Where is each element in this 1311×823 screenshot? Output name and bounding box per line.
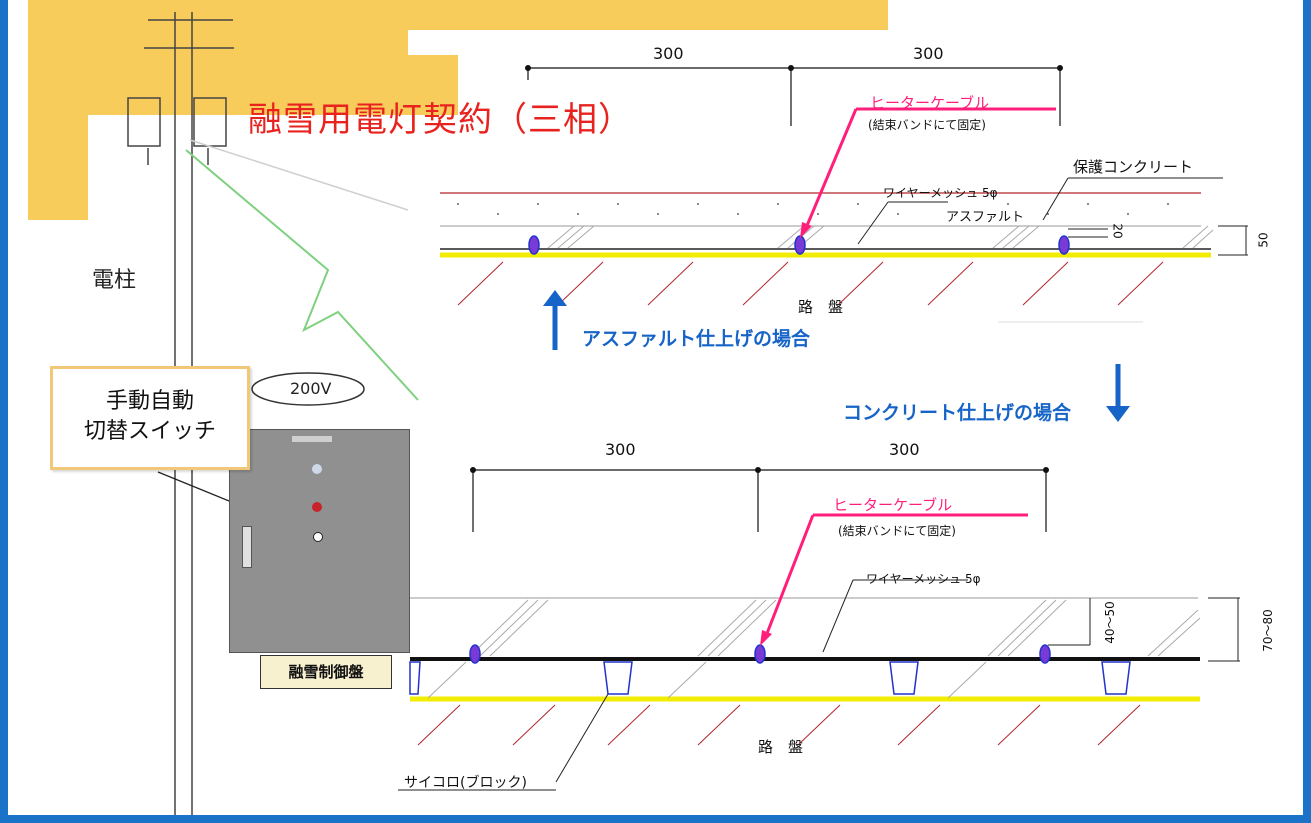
- control-panel: [229, 429, 410, 653]
- pole-label: 電柱: [92, 268, 137, 293]
- asphalt-spacing-left: 300: [653, 44, 684, 63]
- heater-cable-marker: [528, 235, 1070, 255]
- switch-callout: 手動自動 切替スイッチ: [50, 366, 250, 470]
- asphalt-thickness: 50: [1256, 232, 1271, 248]
- concrete-spacing-right: 300: [889, 440, 920, 459]
- highlight-band: [408, 0, 888, 30]
- concrete-section-diagram: [398, 467, 1240, 791]
- canvas: 融雪用電灯契約（三相） 電柱 200V 融雪制御盤 手動自動 切替スイッチ: [8, 0, 1303, 815]
- concrete-fixing-note: (結束バンドにて固定): [838, 524, 956, 538]
- asphalt-spacing-right: 300: [913, 44, 944, 63]
- panel-handle: [242, 526, 252, 568]
- up-arrow-icon: [543, 290, 567, 350]
- asphalt-wire-mesh-label: ワイヤーメッシュ 5φ: [883, 186, 998, 200]
- protective-concrete-label: 保護コンクリート: [1073, 158, 1194, 176]
- spacer-block-label: サイコロ(ブロック): [404, 775, 527, 791]
- asphalt-cover-depth: 20: [1110, 223, 1125, 239]
- highlight-band: [28, 110, 88, 220]
- asphalt-layer-label: アスファルト: [946, 210, 1025, 225]
- switch-knob-icon: [313, 532, 323, 542]
- lightning-icon: [185, 149, 419, 401]
- down-arrow-icon: [1106, 364, 1130, 422]
- callout-line-1: 手動自動: [105, 389, 194, 414]
- asphalt-subgrade-label: 路 盤: [798, 298, 844, 316]
- spacer-block: [409, 661, 1131, 695]
- asphalt-caption: アスファルト仕上げの場合: [582, 328, 811, 350]
- concrete-cover-depth: 40～50: [1102, 601, 1117, 644]
- asphalt-fixing-note: (結束バンドにて固定): [868, 118, 986, 132]
- callout-line-2: 切替スイッチ: [83, 419, 216, 444]
- concrete-heater-label: ヒーターケーブル: [833, 496, 953, 514]
- concrete-spacing-left: 300: [605, 440, 636, 459]
- voltage-label: 200V: [290, 379, 332, 398]
- indicator-lamp-icon: [312, 502, 322, 512]
- highlight-band: [28, 55, 458, 115]
- heater-cable-marker: [469, 644, 1051, 664]
- concrete-wire-mesh-label: ワイヤーメッシュ 5φ: [866, 572, 981, 586]
- panel-nameplate: 融雪制御盤: [260, 655, 392, 689]
- asphalt-heater-label: ヒーターケーブル: [870, 94, 990, 112]
- concrete-caption: コンクリート仕上げの場合: [843, 402, 1072, 424]
- voltage-ellipse: [251, 372, 365, 406]
- page-title: 融雪用電灯契約（三相）: [248, 100, 633, 140]
- concrete-subgrade-label: 路 盤: [758, 738, 804, 756]
- concrete-thickness: 70～80: [1260, 609, 1275, 652]
- asphalt-section-diagram: [440, 65, 1248, 323]
